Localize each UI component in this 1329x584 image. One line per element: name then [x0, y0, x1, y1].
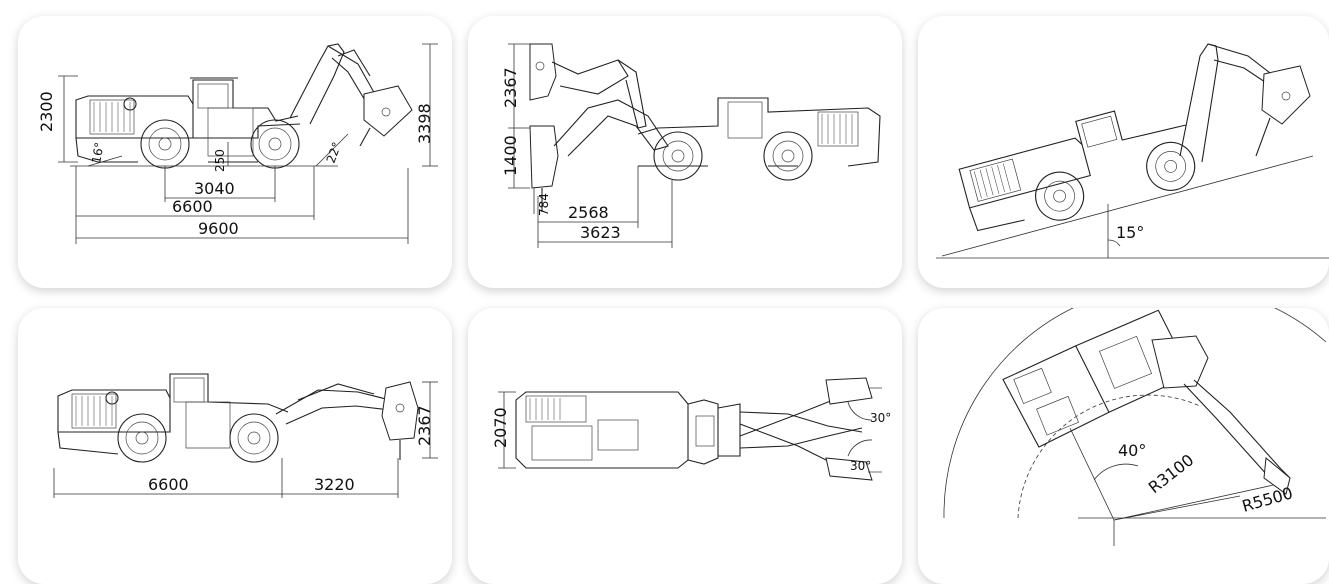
height-label-2300: 2300 — [37, 91, 56, 132]
machine-body — [637, 97, 881, 167]
boom-arm-lowered — [529, 99, 669, 212]
top-view-drawing: 2070 30° 30° — [491, 377, 891, 481]
length-label-3220: 3220 — [314, 475, 355, 494]
length-label-6600: 6600 — [172, 197, 213, 216]
boom-up-height-label: 2367 — [501, 67, 520, 108]
wheels — [117, 413, 279, 463]
ground-clearance-label: 250 — [213, 149, 227, 172]
slope-angle-label: 15° — [1116, 223, 1144, 242]
turning-radius-drawing: 40° R3100 R5500 — [943, 308, 1327, 546]
angle-label-16: 16° — [89, 141, 106, 164]
boom-down-height-label: 1400 — [501, 135, 520, 176]
panel-transport-view: 6600 3220 2367 — [18, 308, 452, 584]
boom-arm-raised — [529, 43, 647, 129]
boom-arm — [1179, 43, 1311, 163]
panel-boom-reach-view: 2367 1400 784 2568 3623 — [468, 16, 902, 288]
reach-label-2568: 2568 — [568, 203, 609, 222]
machine-top-outline — [515, 391, 741, 469]
angle-label-22: 22° — [324, 140, 344, 165]
side-view-drawing: 2300 3398 16° 22° 250 3040 6600 9600 — [37, 43, 438, 244]
boom-arm-extended — [275, 381, 419, 460]
boom-reach-drawing: 2367 1400 784 2568 3623 — [501, 43, 881, 248]
machine-body — [57, 373, 289, 455]
height-label-2367: 2367 — [415, 405, 434, 446]
boom-arm — [289, 43, 413, 147]
height-label-3398: 3398 — [415, 103, 434, 144]
length-label-9600: 9600 — [198, 219, 239, 238]
panel-slope-view: 15° — [918, 16, 1329, 288]
panel-top-view-swing: 2070 30° 30° — [468, 308, 902, 584]
machine-body — [75, 77, 301, 163]
swing-angle-label-top: 30° — [870, 411, 891, 425]
dig-depth-label: 784 — [537, 193, 551, 216]
slope-drawing: 15° — [936, 43, 1329, 259]
inner-radius-label: R3100 — [1145, 450, 1198, 497]
boom-arm-top — [1151, 335, 1291, 495]
length-label-6600: 6600 — [148, 475, 189, 494]
turning-angle-label: 40° — [1118, 441, 1146, 460]
wheels — [653, 131, 813, 181]
machine-body-tilted — [958, 110, 1196, 232]
transport-drawing: 6600 3220 2367 — [53, 373, 438, 498]
reach-label-3623: 3623 — [580, 223, 621, 242]
panel-turning-radius-view: 40° R3100 R5500 — [918, 308, 1329, 584]
machine-width-label: 2070 — [491, 407, 510, 448]
panel-side-view-dimensions: 2300 3398 16° 22° 250 3040 6600 9600 — [18, 16, 452, 288]
wheelbase-label: 3040 — [194, 179, 235, 198]
swing-angle-label-bottom: 30° — [850, 459, 871, 473]
boom-arms-swing — [739, 377, 882, 481]
machine-top-rotated — [1002, 309, 1192, 448]
outer-radius-label: R5500 — [1240, 483, 1295, 516]
